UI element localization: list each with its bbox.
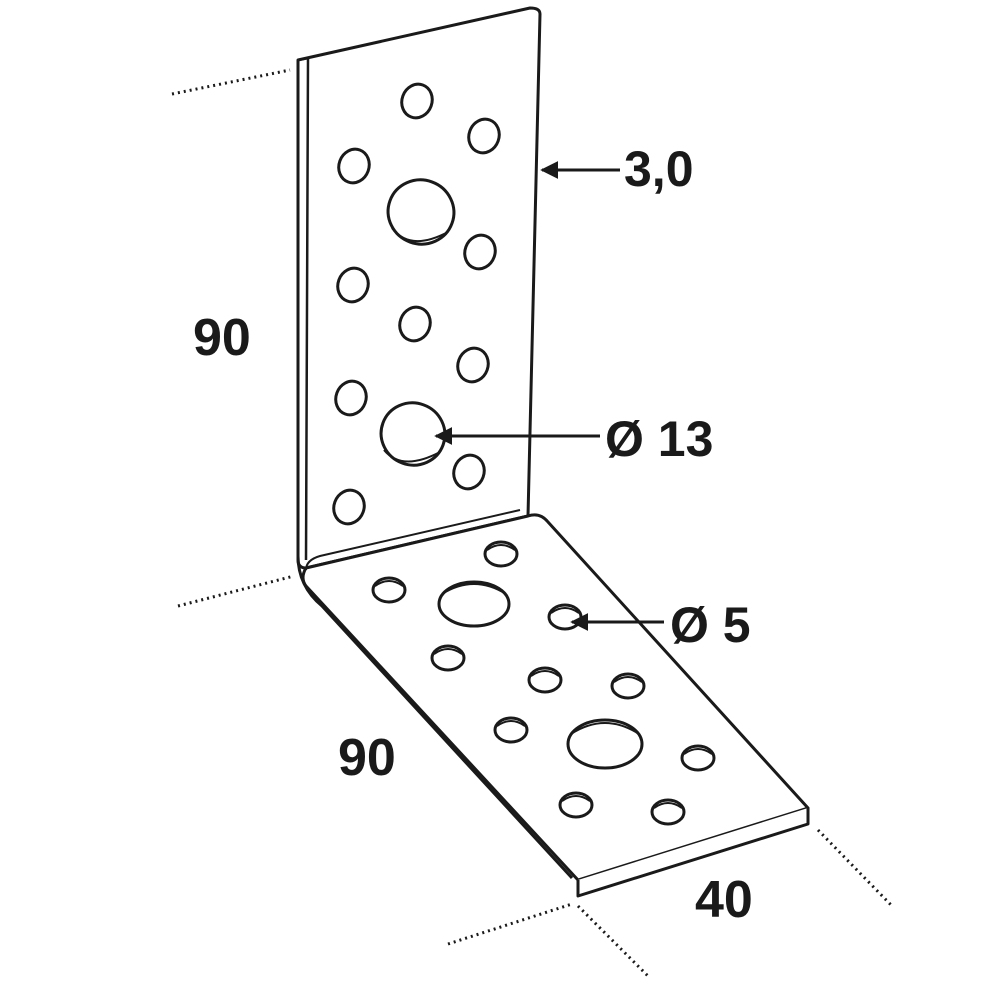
hole-v-small-7 [456, 346, 490, 384]
length-dimension-label: 90 [338, 729, 396, 787]
hole-h-small-5 [527, 666, 563, 694]
hole-depth-h-small-7 [496, 720, 526, 727]
hole-h-small-7 [493, 716, 529, 744]
thickness-dimension-label: 3,0 [624, 141, 694, 197]
height-dimension-label: 90 [193, 309, 251, 367]
hole-depth-v-large-2 [383, 449, 441, 463]
hole-h-small-4 [430, 644, 466, 672]
horizontal-leg-holes [371, 540, 716, 826]
hole-v-small-1 [400, 82, 434, 120]
vertical-leg-holes [332, 82, 501, 526]
horizontal-hole-depth [374, 544, 713, 809]
leader-lines [434, 161, 664, 631]
bend-curve [296, 555, 574, 880]
hole-h-large-1 [437, 580, 511, 628]
hole-v-small-2 [467, 117, 501, 155]
hole-v-small-10 [332, 488, 366, 526]
vertical-hole-depth [383, 227, 449, 463]
ext-line-top [171, 68, 291, 96]
hole-h-small-6 [610, 672, 646, 700]
hole-v-small-4 [463, 233, 497, 271]
vertical-leg-thickness [297, 56, 310, 561]
large-hole-diameter-label: Ø 13 [605, 411, 714, 467]
hole-v-small-3 [337, 147, 371, 185]
ext-line-bottom-left [447, 902, 573, 946]
hole-depth-h-small-10 [653, 802, 683, 809]
hole-depth-h-small-3 [550, 607, 580, 614]
hole-v-large-1 [386, 178, 456, 246]
hole-h-small-1 [483, 540, 519, 568]
hole-depth-h-small-4 [433, 648, 463, 655]
ext-line-right [816, 828, 894, 908]
hole-depth-h-small-8 [683, 748, 713, 755]
hole-h-small-10 [650, 798, 686, 826]
hole-depth-h-small-6 [613, 676, 643, 683]
width-dimension-label: 40 [695, 871, 753, 929]
hole-depth-h-small-9 [561, 795, 591, 802]
hole-depth-v-large-1 [391, 227, 449, 243]
small-hole-diameter-label: Ø 5 [670, 597, 751, 653]
hole-depth-h-small-2 [374, 580, 404, 587]
hole-depth-h-large-1 [441, 583, 507, 595]
hole-depth-h-large-2 [570, 722, 640, 735]
hole-v-small-6 [398, 305, 432, 343]
hole-h-large-2 [566, 718, 644, 770]
hole-depth-h-small-1 [486, 544, 516, 551]
hole-depth-h-small-5 [530, 670, 560, 677]
hole-v-small-5 [336, 266, 370, 304]
inner-bend-line [305, 509, 521, 571]
hole-h-small-2 [371, 576, 407, 604]
ext-line-bend [177, 574, 295, 608]
extension-lines [171, 68, 894, 980]
horizontal-leg-edge [576, 808, 810, 898]
hole-v-small-9 [452, 453, 486, 491]
horizontal-leg [296, 509, 810, 898]
hole-v-small-8 [334, 379, 368, 417]
hole-h-small-8 [680, 744, 716, 772]
ext-line-bottom-right [576, 904, 652, 980]
hole-h-small-9 [558, 791, 594, 819]
horizontal-leg-face [301, 513, 810, 882]
